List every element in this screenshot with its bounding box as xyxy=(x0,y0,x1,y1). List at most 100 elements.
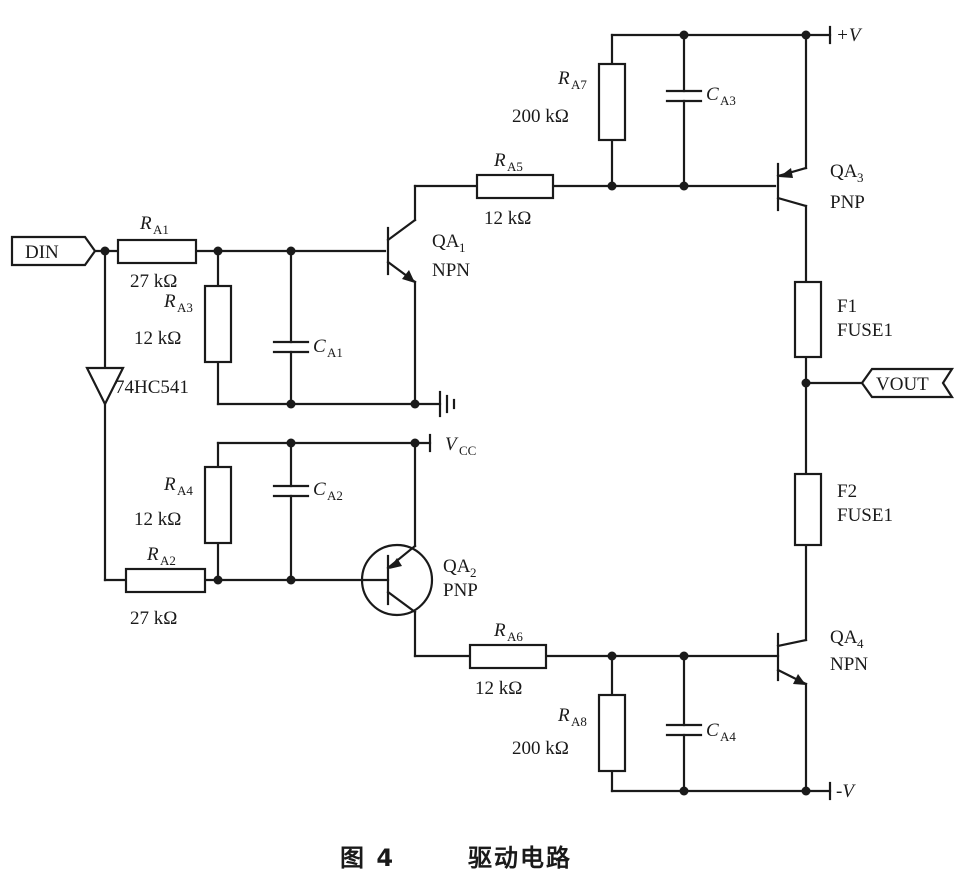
ra7-sub: A7 xyxy=(571,77,587,92)
transistor-qa1: QA 1 NPN xyxy=(386,218,470,284)
resistor-ra7: R A7 200 kΩ xyxy=(512,62,627,142)
buffer-label: 74HC541 xyxy=(115,377,189,398)
qa3-sub: 3 xyxy=(857,170,864,185)
figure-caption: 图 4 驱动电路 xyxy=(340,844,572,872)
vplus-terminal: +V xyxy=(828,25,863,46)
ra2-name: R xyxy=(146,544,159,565)
qa3-name: QA xyxy=(830,161,858,182)
ra8-sub: A8 xyxy=(571,714,587,729)
ra6-sub: A6 xyxy=(507,629,523,644)
junction-dot xyxy=(286,575,296,585)
ra8-value: 200 kΩ xyxy=(512,738,569,759)
capacitor-ca4: C A4 xyxy=(665,720,736,744)
vout-port: VOUT xyxy=(860,367,955,399)
fuse-f1: F1 FUSE1 xyxy=(793,280,893,359)
f1-name: F1 xyxy=(837,296,857,317)
junction-dot xyxy=(286,399,296,409)
qa4-type: NPN xyxy=(830,654,868,675)
capacitor-ca2: C A2 xyxy=(272,479,343,503)
ca2-name: C xyxy=(313,479,326,500)
ca2-sub: A2 xyxy=(327,488,343,503)
ca4-sub: A4 xyxy=(720,729,736,744)
din-label: DIN xyxy=(25,242,59,263)
ra7-value: 200 kΩ xyxy=(512,106,569,127)
capacitor-ca1: C A1 xyxy=(272,336,343,360)
junction-dot xyxy=(213,246,223,256)
resistor-ra2: R A2 27 kΩ xyxy=(124,544,207,629)
din-port: DIN xyxy=(10,235,97,267)
vminus-label: -V xyxy=(836,781,856,802)
vcc-label: V xyxy=(445,434,459,455)
ground-symbol xyxy=(438,390,456,418)
junction-dot xyxy=(286,438,296,448)
qa4-name: QA xyxy=(830,627,858,648)
ra4-sub: A4 xyxy=(177,483,193,498)
junction-dot xyxy=(679,181,689,191)
vcc-sub: CC xyxy=(459,443,476,458)
qa1-name: QA xyxy=(432,231,460,252)
junction-dot xyxy=(679,30,689,40)
junction-dot xyxy=(801,378,811,388)
qa3-type: PNP xyxy=(830,192,865,213)
qa2-sub: 2 xyxy=(470,565,477,580)
transistor-qa4: QA 4 NPN xyxy=(776,627,868,686)
junction-dot xyxy=(410,438,420,448)
ra5-name: R xyxy=(493,150,506,171)
ca1-name: C xyxy=(313,336,326,357)
ra3-name: R xyxy=(163,291,176,312)
ca3-sub: A3 xyxy=(720,93,736,108)
vplus-label: +V xyxy=(836,25,863,46)
ra3-value: 12 kΩ xyxy=(134,328,181,349)
junction-dot xyxy=(801,30,811,40)
ra5-value: 12 kΩ xyxy=(484,208,531,229)
junction-dot xyxy=(100,246,110,256)
junction-dot xyxy=(286,246,296,256)
f2-part: FUSE1 xyxy=(837,505,893,526)
ca4-name: C xyxy=(706,720,719,741)
vminus-terminal: -V xyxy=(828,781,856,802)
junction-dot xyxy=(679,651,689,661)
f2-name: F2 xyxy=(837,481,857,502)
junction-dots xyxy=(100,30,811,796)
fuse-f2: F2 FUSE1 xyxy=(793,472,893,547)
junction-dot xyxy=(607,181,617,191)
vout-label: VOUT xyxy=(876,374,929,395)
ra1-sub: A1 xyxy=(153,222,169,237)
ra8-name: R xyxy=(557,705,570,726)
resistor-ra5: R A5 12 kΩ xyxy=(475,150,555,229)
resistor-ra8: R A8 200 kΩ xyxy=(512,693,627,773)
qa2-name: QA xyxy=(443,556,471,577)
ra7-name: R xyxy=(557,68,570,89)
ra1-value: 27 kΩ xyxy=(130,271,177,292)
f1-part: FUSE1 xyxy=(837,320,893,341)
transistor-qa3: QA 3 PNP xyxy=(776,161,865,213)
transistor-qa2: QA 2 PNP xyxy=(360,543,478,617)
junction-dot xyxy=(410,399,420,409)
junction-dot xyxy=(801,786,811,796)
resistor-ra3: R A3 12 kΩ xyxy=(134,284,233,364)
qa1-sub: 1 xyxy=(459,240,466,255)
ra4-name: R xyxy=(163,474,176,495)
junction-dot xyxy=(679,786,689,796)
caption-title: 驱动电路 xyxy=(468,844,572,872)
ra1-name: R xyxy=(139,213,152,234)
qa1-type: NPN xyxy=(432,260,470,281)
ra5-sub: A5 xyxy=(507,159,523,174)
wires xyxy=(93,33,864,793)
resistor-ra1: R A1 27 kΩ xyxy=(116,213,198,292)
resistor-ra6: R A6 12 kΩ xyxy=(468,620,548,699)
ra2-sub: A2 xyxy=(160,553,176,568)
buffer-74hc541: 74HC541 xyxy=(85,366,189,407)
resistor-ra4: R A4 12 kΩ xyxy=(134,465,233,545)
ra3-sub: A3 xyxy=(177,300,193,315)
capacitor-ca3: C A3 xyxy=(665,84,736,108)
ra6-value: 12 kΩ xyxy=(475,678,522,699)
junction-dot xyxy=(213,575,223,585)
vcc-terminal: V CC xyxy=(428,433,476,458)
ca3-name: C xyxy=(706,84,719,105)
qa2-type: PNP xyxy=(443,580,478,601)
qa4-sub: 4 xyxy=(857,636,864,651)
ra4-value: 12 kΩ xyxy=(134,509,181,530)
ra2-value: 27 kΩ xyxy=(130,608,177,629)
